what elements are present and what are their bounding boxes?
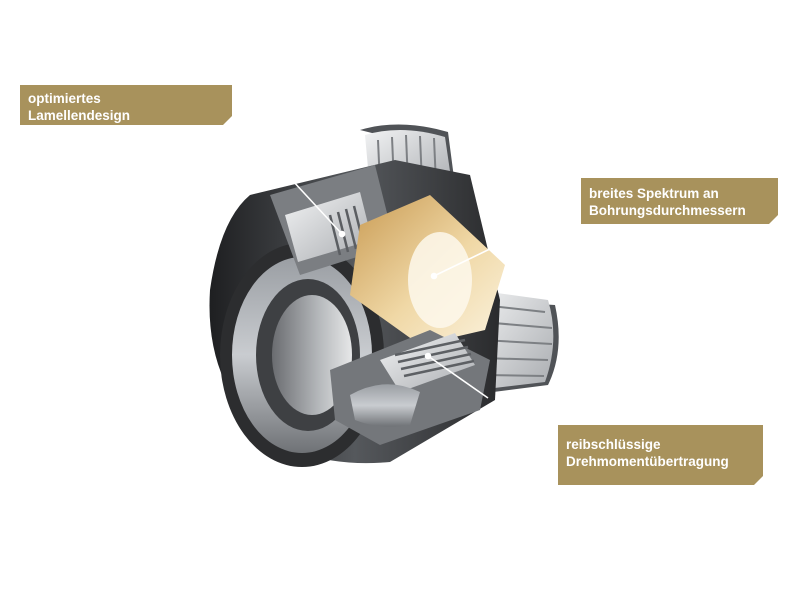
callout-bohrungsdurchmesser-line2: Bohrungsdurchmessern	[589, 203, 746, 218]
lower-lamella-pack	[330, 330, 490, 445]
callout-drehmomentuebertragung-line2: Drehmomentübertragung	[566, 454, 729, 469]
leader-dot-bohrung	[430, 272, 438, 280]
leader-line-drehmoment	[427, 355, 489, 399]
leader-line-bohrung	[433, 204, 582, 277]
leader-dot-drehmoment	[424, 352, 432, 360]
leader-line-lamellendesign	[291, 179, 343, 235]
callout-drehmomentuebertragung: reibschlüssige Drehmomentübertragung	[558, 425, 763, 485]
leader-lines	[291, 179, 582, 399]
callout-lamellendesign: optimiertes Lamellendesign	[20, 85, 232, 125]
callout-bohrungsdurchmesser: breites Spektrum an Bohrungsdurchmessern	[581, 178, 778, 224]
gold-hub	[350, 195, 505, 345]
callout-lamellendesign-line2: Lamellendesign	[28, 108, 131, 123]
callout-drehmomentuebertragung-line1: reibschlüssige	[566, 437, 661, 452]
callout-lamellendesign-line1: optimiertes	[28, 91, 101, 106]
callout-bohrungsdurchmesser-line1: breites Spektrum an	[589, 186, 719, 201]
leader-dot-lamellendesign	[338, 230, 346, 238]
